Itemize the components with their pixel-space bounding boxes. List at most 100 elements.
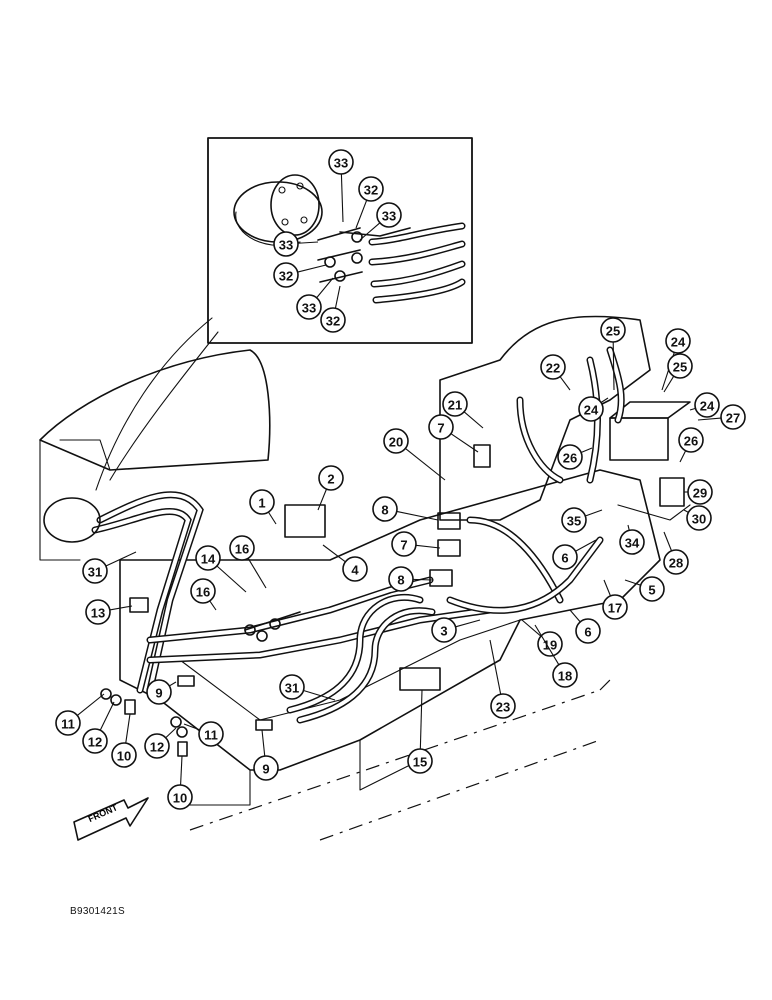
callout-number: 10 (173, 791, 187, 806)
callout-9: 9 (253, 729, 279, 781)
callout-leader (663, 375, 675, 393)
callout-circle (198, 721, 224, 747)
callout-26: 26 (557, 444, 593, 470)
callout-number: 5 (648, 583, 655, 598)
callout-32: 32 (355, 176, 384, 229)
callout-circle (318, 465, 344, 491)
callout-circle (575, 618, 601, 644)
callout-25: 25 (600, 317, 626, 391)
callout-13: 13 (85, 599, 133, 625)
callout-circle (602, 594, 628, 620)
callout-leader (412, 578, 433, 581)
callout-circle (279, 674, 305, 700)
callout-number: 31 (285, 681, 299, 696)
callout-leader (322, 544, 346, 563)
callout-leader (600, 397, 609, 403)
callout-number: 34 (625, 536, 640, 551)
callout-leader (125, 713, 131, 744)
callout-circle (167, 784, 193, 810)
callout-number: 31 (88, 565, 102, 580)
callout-31: 31 (279, 674, 336, 701)
callout-leader (624, 579, 641, 586)
valve-block-area (439, 315, 691, 521)
callout-circle (442, 391, 468, 417)
callout-21: 21 (442, 391, 484, 429)
callout-circle (663, 549, 689, 575)
callout-leader (99, 701, 115, 731)
callout-14: 14 (195, 545, 247, 593)
callout-circle (383, 428, 409, 454)
callout-10: 10 (167, 755, 193, 810)
callout-number: 2 (327, 472, 334, 487)
callout-leader (396, 510, 439, 521)
callout-number: 35 (567, 514, 581, 529)
callout-8: 8 (388, 566, 433, 592)
callout-number: 26 (684, 434, 698, 449)
drawing-code: B9301421S (70, 906, 125, 917)
callout-leader (405, 448, 446, 481)
callout-leader (297, 241, 319, 244)
callout-leader (580, 447, 593, 453)
callout-circle (249, 489, 275, 515)
callout-number: 20 (389, 435, 403, 450)
callout-23: 23 (489, 639, 516, 719)
callout-leader (663, 531, 673, 552)
callout-circle (537, 631, 563, 657)
callout-3: 3 (431, 617, 481, 643)
callout-22: 22 (540, 354, 571, 391)
callout-circle (540, 354, 566, 380)
callout-circle (55, 710, 81, 736)
callout-number: 19 (543, 638, 557, 653)
callout-number: 7 (437, 421, 444, 436)
inset-detail (207, 137, 473, 344)
callout-leader (340, 173, 344, 223)
callout-number: 29 (693, 486, 707, 501)
callout-number: 12 (88, 735, 102, 750)
callout-circle (665, 328, 691, 354)
callout-number: 8 (381, 503, 388, 518)
callout-number: 24 (671, 335, 686, 350)
callout-number: 4 (351, 563, 359, 578)
callout-circle (600, 317, 626, 343)
callout-number: 6 (584, 625, 591, 640)
callout-number: 28 (669, 556, 683, 571)
callout-circle (144, 733, 170, 759)
callout-9: 9 (146, 679, 177, 705)
callout-number: 6 (561, 551, 568, 566)
callout-20: 20 (383, 428, 446, 481)
callout-number: 24 (584, 403, 599, 418)
callout-circle (552, 544, 578, 570)
callout-33: 33 (328, 149, 354, 223)
callout-5: 5 (624, 576, 665, 602)
callout-leader (297, 264, 327, 273)
callout-circle (82, 728, 108, 754)
callout-number: 8 (397, 573, 404, 588)
callout-circle (358, 176, 384, 202)
callout-number: 27 (726, 411, 740, 426)
callout-29: 29 (684, 479, 713, 505)
callout-number: 25 (673, 360, 687, 375)
cab-outline (39, 349, 271, 561)
callout-7: 7 (428, 414, 479, 453)
callout-circle (578, 396, 604, 422)
callout-33: 33 (359, 202, 402, 241)
callout-circle (273, 231, 299, 257)
callout-number: 7 (400, 538, 407, 553)
callout-30: 30 (683, 505, 712, 531)
callout-leader (267, 511, 277, 525)
callout-leader (534, 624, 560, 665)
callout-leader (419, 689, 423, 750)
callout-number: 10 (117, 749, 131, 764)
callout-32: 32 (320, 285, 346, 333)
callout-circle (678, 427, 704, 453)
callout-circle (342, 556, 368, 582)
callout-28: 28 (663, 531, 689, 575)
callout-leader (455, 619, 481, 628)
hose-bundles (43, 346, 625, 731)
callout-circle (428, 414, 454, 440)
callout-circle (686, 505, 712, 531)
callout-24: 24 (689, 392, 720, 418)
callout-19: 19 (521, 619, 563, 657)
callout-number: 33 (302, 301, 316, 316)
